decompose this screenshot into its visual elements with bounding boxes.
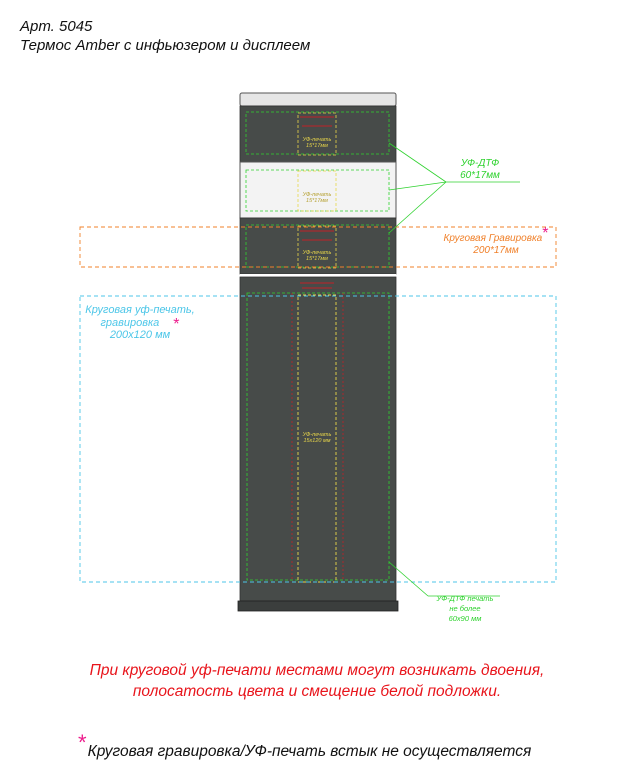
warning-note: При круговой уф-печати местами могут воз… <box>0 660 634 702</box>
leader-line-1 <box>388 142 447 183</box>
uv-dtf-bottom-line2: не более <box>449 604 481 613</box>
uv-dtf-bottom-line1: УФ-ДТФ печать <box>436 594 494 603</box>
leader-line-3 <box>388 181 447 234</box>
warning-line1: При круговой уф-печати местами могут воз… <box>89 662 545 679</box>
uv-dtf-bottom-line3: 60х90 мм <box>448 614 482 623</box>
engraving-ring-line2: 200*17мм <box>473 245 519 256</box>
engraving-ring-label: Круговая Гравировка* 200*17мм <box>436 226 556 257</box>
uv-dtf-label: УФ-ДТФ 60*17мм <box>440 158 520 182</box>
zone-body-line2: 15х120 мм <box>303 437 331 444</box>
engraving-ring-line1: Круговая Гравировка <box>443 233 543 244</box>
zone-middle-line1: УФ-печать <box>302 250 332 256</box>
zone-cap-top-line1: УФ-печать <box>302 137 332 143</box>
zone-cap-top-line2: 15*17мм <box>306 142 328 149</box>
product-title: Термос Amber с инфьюзером и дисплеем <box>20 37 311 54</box>
uv-dtf-bottom-label: УФ-ДТФ печать не более 60х90 мм <box>428 594 502 624</box>
zone-body-green-outline <box>246 292 390 581</box>
zone-middle-line2: 15*17мм <box>306 255 328 262</box>
footnote: *Круговая гравировка/УФ-печать встык не … <box>78 730 532 762</box>
leader-line-2 <box>388 181 447 191</box>
zone-cap-top-outline <box>245 111 390 155</box>
zone-middle-label: УФ-печать 15*17мм <box>298 250 336 263</box>
zone-cap-top-label: УФ-печать 15*17мм <box>298 137 336 150</box>
engraving-star: * <box>542 225 549 242</box>
uv-ring-outline <box>79 295 557 583</box>
zone-display-line1: УФ-печать <box>302 192 332 198</box>
footnote-text: Круговая гравировка/УФ-печать встык не о… <box>87 743 532 760</box>
zone-display-line2: 15*17мм <box>306 197 328 204</box>
uv-ring-line1: Круговая уф-печать, <box>85 304 195 316</box>
leader-line-bottom <box>388 561 429 597</box>
thermos-body <box>239 276 397 602</box>
thermos-base <box>237 600 399 612</box>
uv-dtf-label-line1: УФ-ДТФ <box>460 158 500 169</box>
zone-body-yellow <box>297 294 337 583</box>
uv-ring-line3: 200х120 мм <box>109 329 171 341</box>
footnote-star: * <box>78 730 87 755</box>
engraving-ring-outline <box>79 226 557 268</box>
zone-body-label: УФ-печать 15х120 мм <box>298 432 336 445</box>
uv-ring-label: Круговая уф-печать, гравировка * 200х120 … <box>80 304 200 341</box>
zone-display-yellow <box>297 170 337 212</box>
article-number: Арт. 5045 <box>20 18 93 35</box>
lid-top-cap <box>239 92 397 107</box>
uv-ring-star: * <box>173 316 180 333</box>
zone-body-line1: УФ-печать <box>302 432 332 438</box>
zone-display-label: УФ-печать 15*17мм <box>298 192 336 205</box>
uv-ring-line2: гравировка <box>100 317 160 329</box>
lid-gap <box>240 274 396 277</box>
lid-upper-section <box>239 105 397 163</box>
warning-line2: полосатость цвета и смещение белой подло… <box>132 683 502 700</box>
zone-middle-outline <box>245 224 390 268</box>
uv-dtf-label-line2: 60*17мм <box>460 170 500 181</box>
